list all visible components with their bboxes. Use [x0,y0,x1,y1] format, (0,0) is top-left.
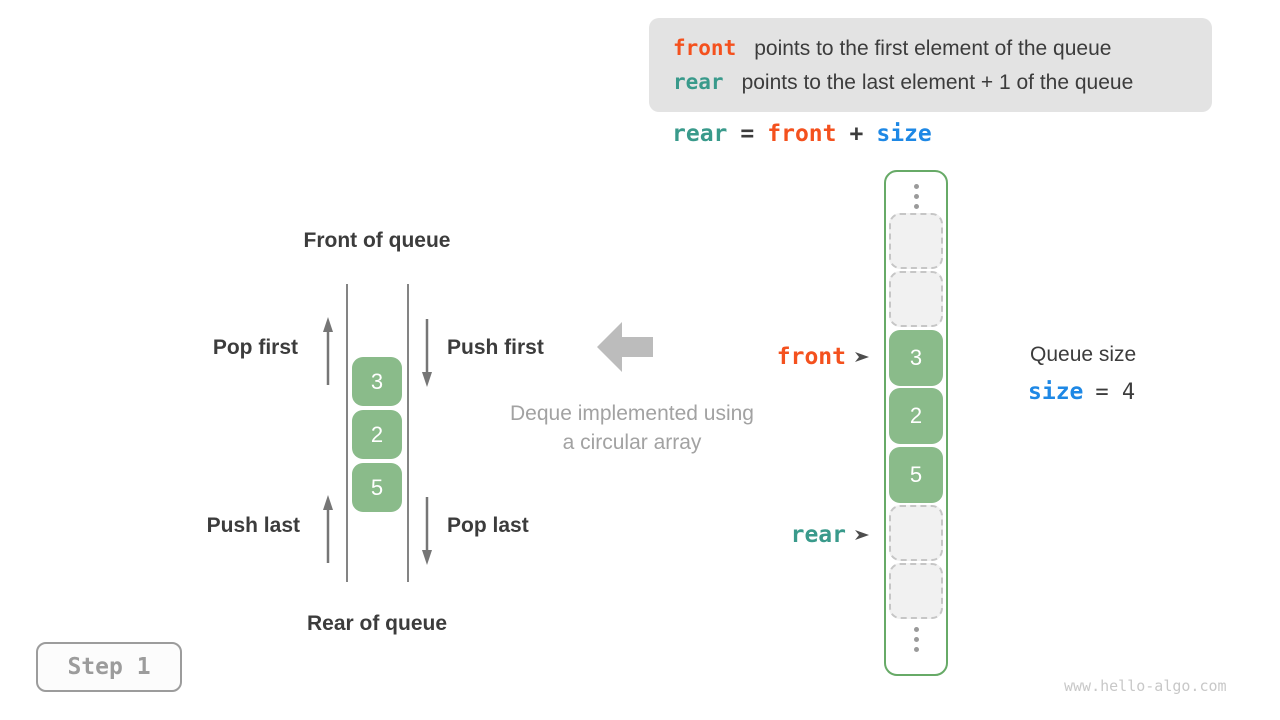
formula-size: size [876,121,932,147]
deque-value-box: 2 [352,410,402,459]
queue-size-value: size = 4 [1028,379,1135,405]
caption-line-1: Deque implemented using [510,402,754,425]
circular-array-container: 3 2 5 [884,170,948,676]
vertical-ellipsis-icon [886,627,946,652]
up-arrow-icon [323,495,333,563]
deque-value-box: 3 [352,357,402,406]
front-keyword: front [673,35,737,60]
array-cell-empty [889,271,943,327]
step-badge: Step 1 [36,642,182,692]
front-pointer: front [720,344,870,370]
queue-size-title: Queue size [1030,343,1137,366]
array-cell: 2 [889,388,943,444]
pointer-arrow-icon [855,352,869,362]
note-line-rear: rear points to the last element + 1 of t… [673,70,1188,95]
formula-plus: + [849,121,864,147]
down-arrow-icon [422,497,432,565]
up-arrow-icon [323,317,333,385]
center-caption: Deque implemented using a circular array [482,399,782,457]
channel-left-line [346,284,348,582]
pop-last-label: Pop last [447,514,529,537]
vertical-ellipsis-icon [886,184,946,209]
rear-of-queue-label: Rear of queue [306,612,448,635]
front-pointer-label: front [776,344,846,370]
down-arrow-icon [422,319,432,387]
array-cell-rear [889,505,943,561]
front-of-queue-label: Front of queue [303,229,451,252]
array-cell-empty [889,213,943,269]
array-cell: 5 [889,447,943,503]
note-box: front points to the first element of the… [649,18,1212,112]
rear-description: points to the last element + 1 of the qu… [741,70,1134,94]
rear-pointer-label: rear [790,522,846,548]
formula-rear-front-size: rear = front + size [672,121,932,147]
push-first-label: Push first [447,336,544,359]
rear-pointer: rear [720,522,870,548]
watermark: www.hello-algo.com [1064,677,1227,695]
front-description: points to the first element of the queue [754,36,1112,60]
formula-equals: = [740,121,755,147]
pop-first-label: Pop first [212,336,298,359]
deque-value-box: 5 [352,463,402,512]
push-last-label: Push last [206,514,300,537]
array-cell-empty [889,563,943,619]
formula-front: front [767,121,837,147]
array-cell-front: 3 [889,330,943,386]
rear-keyword: rear [673,69,724,94]
channel-right-line [407,284,409,582]
left-block-arrow-icon [597,322,653,372]
size-variable: size [1028,379,1084,405]
pointer-arrow-icon [855,530,869,540]
note-line-front: front points to the first element of the… [673,36,1188,61]
caption-line-2: a circular array [562,431,702,454]
formula-rear: rear [672,121,728,147]
size-equals-value: = 4 [1095,380,1136,405]
